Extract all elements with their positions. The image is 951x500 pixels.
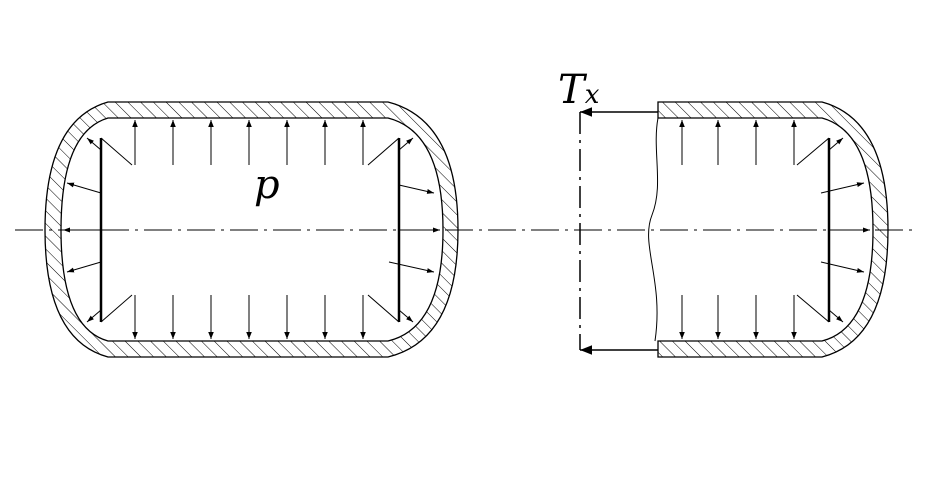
break-line <box>648 117 659 342</box>
right-top-pressure-arrows <box>679 120 797 165</box>
tension-label-subscript: x <box>585 80 600 110</box>
left-top-pressure-arrows <box>132 120 366 165</box>
right-bottom-pressure-arrows <box>679 295 797 339</box>
corner-line <box>796 137 830 166</box>
right-vessel-wall <box>657 101 889 358</box>
corner-line <box>367 294 400 323</box>
right-vessel: Tx <box>558 67 889 358</box>
left-bottom-pressure-arrows <box>132 295 366 339</box>
left-vessel-wall <box>44 101 459 358</box>
tension-label: Tx <box>558 67 600 113</box>
right-vessel-head-arrows <box>820 137 870 323</box>
corner-line <box>100 294 133 323</box>
pressure-label: p <box>254 162 280 208</box>
corner-line <box>796 294 830 323</box>
left-vessel: p <box>44 101 459 358</box>
corner-line <box>367 137 400 166</box>
corner-line <box>100 137 133 166</box>
tension-label-main: T <box>558 67 588 113</box>
